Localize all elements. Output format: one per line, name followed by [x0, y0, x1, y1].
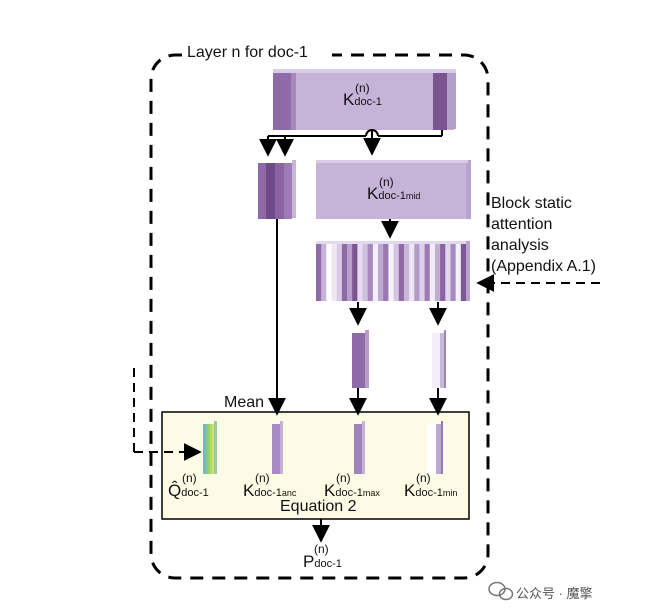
stripe [336, 244, 343, 301]
stripe [419, 244, 426, 301]
mean-label: Mean [224, 394, 265, 411]
k-max-label: K(n)doc-1max [324, 471, 380, 500]
stripe-side-edge [466, 241, 470, 301]
stripe [321, 244, 327, 301]
stripe [347, 244, 353, 301]
side-note-line-1: Block static [491, 195, 572, 212]
stripe [434, 244, 441, 301]
stripe [424, 244, 431, 301]
striped-attention-block [316, 241, 470, 301]
stripe-top-edge [316, 241, 470, 244]
connectors [259, 129, 447, 543]
q-hat-label: Q̂(n)doc-1 [168, 471, 209, 500]
layer-title: Layer n for doc-1 [187, 44, 308, 61]
side-note-line-4: (Appendix A.1) [491, 258, 596, 275]
stripe [378, 244, 384, 301]
k-anc-label: K(n)doc-1anc [243, 471, 297, 500]
k-top-label: K(n)doc-1 [343, 81, 382, 109]
stripe [367, 244, 374, 301]
max-column [352, 330, 369, 388]
watermark-text: 公众号 · 魔擎 [516, 586, 593, 601]
stripe [362, 244, 369, 301]
stripe [341, 244, 348, 301]
k-mid-label: K(n)doc-1mid [367, 175, 421, 203]
anchor-block [258, 160, 296, 219]
equation-label: Equation 2 [280, 498, 357, 515]
stripe [331, 244, 338, 301]
k-min-vector [427, 421, 443, 474]
stripe [403, 244, 410, 301]
side-note-line-3: analysis [491, 237, 549, 254]
stripe [414, 244, 420, 301]
p-out-label: P(n)doc-1 [303, 542, 342, 571]
k-mid-block [316, 160, 471, 219]
min-column [432, 330, 446, 388]
k-max-vector [354, 421, 365, 474]
stripe [372, 244, 379, 301]
k-anc-vector [272, 421, 283, 474]
stripe [357, 244, 363, 301]
stripe [455, 244, 462, 301]
stripe [445, 244, 451, 301]
stripe [352, 244, 358, 301]
stripe [440, 244, 446, 301]
left-dashed-input [133, 368, 202, 461]
stripe [326, 244, 332, 301]
k-min-label: K(n)doc-1min [404, 471, 458, 500]
stripe [383, 244, 389, 301]
k-top-block [273, 69, 456, 130]
stripe [460, 244, 467, 301]
stripe [429, 244, 436, 301]
stripe [450, 244, 457, 301]
stripe [393, 244, 400, 301]
q-hat-vector [203, 424, 214, 474]
stripe [388, 244, 394, 301]
stripe [409, 244, 415, 301]
stripe [316, 244, 322, 301]
stripe [398, 244, 405, 301]
wechat-icon [488, 581, 514, 601]
side-note-line-2: attention [491, 216, 553, 233]
